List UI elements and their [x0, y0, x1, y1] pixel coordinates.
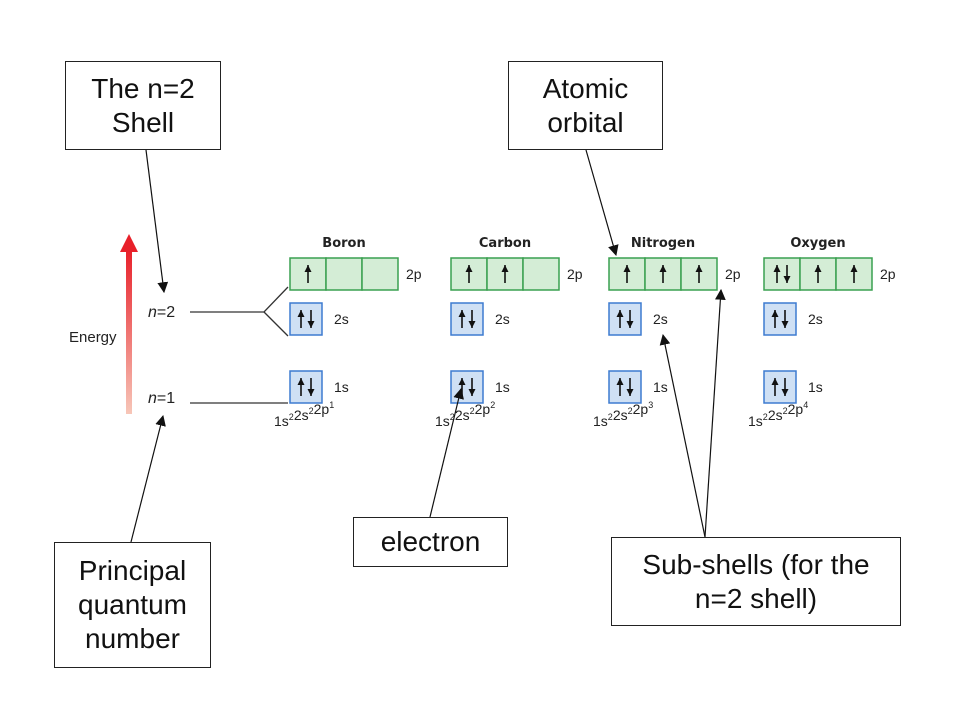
carbon-2p-label: 2p [567, 266, 583, 282]
boron-2s-electron-up [297, 310, 305, 328]
callout-electron: electron [353, 517, 508, 567]
element-columns: Boron2p2s1s1s22s22p1Carbon2p2s1s1s22s22p… [274, 236, 896, 429]
boron-2s-electron-down [307, 310, 315, 328]
nitrogen-2p-orbital-2 [644, 257, 682, 291]
carbon-1s-label: 1s [495, 379, 510, 395]
nitrogen-2s-label: 2s [653, 311, 668, 327]
callout-sub-shells: Sub-shells (for the n=2 shell) [611, 537, 901, 626]
energy-arrow [120, 234, 138, 414]
boron-1s-orbital [289, 370, 323, 404]
oxygen-electron-configuration: 1s22s22p4 [748, 400, 808, 429]
boron-2s-label: 2s [334, 311, 349, 327]
oxygen-2s-electron-up [771, 310, 779, 328]
nitrogen-2p-1-electron-up [623, 265, 631, 283]
oxygen-2s-label: 2s [808, 311, 823, 327]
pointer-atomic-orbital [585, 149, 619, 257]
nitrogen-1s-electron-up [616, 378, 624, 396]
carbon-2p-1-electron-up [465, 265, 473, 283]
oxygen-1s-orbital [763, 370, 797, 404]
boron-2p-orbital-3 [361, 257, 399, 291]
element-name-oxygen: Oxygen [790, 236, 845, 251]
oxygen-2s-electron-down [781, 310, 789, 328]
callout-n2-shell: The n=2 Shell [65, 61, 221, 150]
nitrogen-1s-label: 1s [653, 379, 668, 395]
boron-2s-orbital [289, 302, 323, 336]
pointer-subshell-2p [704, 288, 726, 538]
boron-2p-orbital-2 [325, 257, 363, 291]
boron-2p-label: 2p [406, 266, 422, 282]
boron-2p-1-electron-up [304, 265, 312, 283]
nitrogen-1s-electron-down [626, 378, 634, 396]
nitrogen-2p-label: 2p [725, 266, 741, 282]
boron-1s-label: 1s [334, 379, 349, 395]
carbon-1s-orbital [450, 370, 484, 404]
callout-principal-quantum-number: Principal quantum number [54, 542, 211, 668]
n2-level-line [190, 286, 289, 313]
boron-1s-electron-up [297, 378, 305, 396]
element-name-nitrogen: Nitrogen [631, 236, 695, 251]
carbon-2p-orbital-1 [450, 257, 488, 291]
element-name-boron: Boron [322, 236, 365, 251]
nitrogen-1s-orbital [608, 370, 642, 404]
boron-electron-configuration: 1s22s22p1 [274, 400, 334, 429]
shell-lines [190, 286, 289, 404]
shell-label-n1: n=1 [148, 390, 175, 407]
nitrogen-2s-electron-up [616, 310, 624, 328]
pointer-arrows [130, 149, 726, 543]
nitrogen-2p-3-electron-up [695, 265, 703, 283]
carbon-1s-electron-down [468, 378, 476, 396]
oxygen-2p-2-electron-up [814, 265, 822, 283]
carbon-2s-orbital [450, 302, 484, 336]
shell-label-n2: n=2 [148, 304, 175, 321]
carbon-2p-2-electron-up [501, 265, 509, 283]
n2-2s-branch [263, 311, 289, 337]
oxygen-2p-1-electron-up [773, 265, 781, 283]
oxygen-1s-electron-down [781, 378, 789, 396]
oxygen-2p-3-electron-up [850, 265, 858, 283]
pointer-principal [130, 414, 166, 543]
oxygen-2p-orbital-2 [799, 257, 837, 291]
carbon-2s-electron-up [458, 310, 466, 328]
carbon-2s-label: 2s [495, 311, 510, 327]
oxygen-2p-orbital-3 [835, 257, 873, 291]
boron-2p-orbital-1 [289, 257, 327, 291]
carbon-2p-orbital-3 [522, 257, 560, 291]
callout-atomic-orbital: Atomic orbital [508, 61, 663, 150]
pointer-electron [429, 387, 464, 518]
nitrogen-2p-orbital-1 [608, 257, 646, 291]
carbon-2s-electron-down [468, 310, 476, 328]
boron-1s-electron-down [307, 378, 315, 396]
oxygen-2s-orbital [763, 302, 797, 336]
oxygen-1s-label: 1s [808, 379, 823, 395]
nitrogen-electron-configuration: 1s22s22p3 [593, 400, 653, 429]
oxygen-2p-1-electron-down [783, 265, 791, 283]
nitrogen-2p-orbital-3 [680, 257, 718, 291]
pointer-n2-shell [145, 149, 169, 294]
oxygen-2p-label: 2p [880, 266, 896, 282]
pointer-subshell-2s [659, 333, 706, 538]
oxygen-2p-orbital-1 [763, 257, 801, 291]
nitrogen-2s-electron-down [626, 310, 634, 328]
carbon-electron-configuration: 1s22s22p2 [435, 400, 495, 429]
energy-label: Energy [69, 329, 117, 346]
nitrogen-2s-orbital [608, 302, 642, 336]
element-name-carbon: Carbon [479, 236, 531, 251]
carbon-2p-orbital-2 [486, 257, 524, 291]
nitrogen-2p-2-electron-up [659, 265, 667, 283]
oxygen-1s-electron-up [771, 378, 779, 396]
